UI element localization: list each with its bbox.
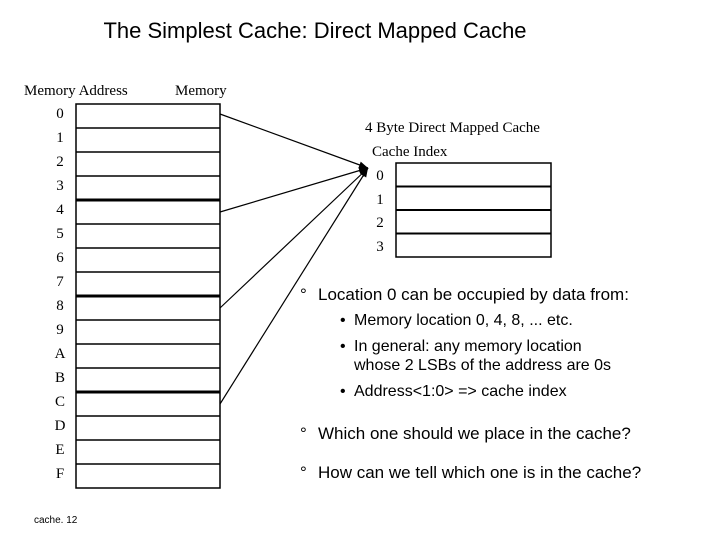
cache-index-label: 1: [376, 191, 384, 208]
memory-blocks: [75, 103, 221, 489]
cache-index-label: 3: [376, 238, 384, 255]
mapping-arrow-line: [219, 167, 369, 405]
dot-bullet-icon: •: [340, 338, 346, 355]
memory-address-label: 1: [56, 130, 64, 146]
arrowhead-icon: [358, 161, 368, 169]
dot-bullet-icon: •: [340, 312, 346, 329]
memory-address-label: F: [55, 466, 65, 482]
note-sub-2: • In general: any memory location: [340, 338, 582, 356]
slide-footer: cache. 12: [34, 515, 78, 526]
note-location-0: ° Location 0 can be occupied by data from…: [300, 285, 629, 305]
memory-address-label: 9: [56, 322, 64, 338]
mapping-arrows: [219, 113, 369, 405]
note-sub-2-continued: whose 2 LSBs of the address are 0s: [354, 357, 612, 374]
question-placement-text: Which one should we place in the cache?: [318, 424, 631, 443]
memory-address-label: 7: [56, 274, 64, 290]
question-identification: ° How can we tell which one is in the cac…: [300, 463, 641, 483]
cache-index-label: 2: [376, 215, 384, 231]
memory-address-label: 8: [56, 298, 64, 314]
cache-index-header: Cache Index: [372, 144, 448, 160]
question-identification-text: How can we tell which one is in the cach…: [318, 463, 642, 482]
page-title: The Simplest Cache: Direct Mapped Cache: [103, 18, 527, 43]
arrowhead-icon: [360, 168, 368, 178]
question-placement: ° Which one should we place in the cache?: [300, 424, 631, 444]
degree-bullet-icon: °: [300, 285, 307, 304]
mapping-arrow-line: [219, 167, 369, 309]
memory-address-label: 2: [56, 154, 64, 170]
cache-blocks: [395, 162, 552, 258]
memory-address-header: Memory Address: [24, 83, 128, 99]
note-sub-2-line1: In general: any memory location: [354, 338, 582, 355]
memory-address-label: B: [54, 370, 65, 386]
note-sub-3-text: Address<1:0> => cache index: [354, 383, 567, 400]
memory-address-label: 6: [56, 250, 64, 266]
note-location-text: Location 0 can be occupied by data from:: [318, 285, 629, 304]
mapping-arrow-line: [219, 167, 369, 213]
degree-bullet-icon: °: [300, 424, 307, 443]
memory-address-label: D: [54, 418, 66, 434]
memory-address-label: E: [55, 442, 65, 458]
memory-address-label: 4: [56, 202, 64, 218]
memory-address-label: C: [54, 394, 65, 410]
memory-address-label: 5: [56, 226, 64, 242]
note-sub-1-text: Memory location 0, 4, 8, ... etc.: [354, 312, 573, 329]
memory-address-label: 3: [56, 178, 64, 194]
cache-index-label: 0: [376, 168, 384, 184]
dot-bullet-icon: •: [340, 383, 346, 400]
memory-header: Memory: [175, 83, 227, 99]
cache-title: 4 Byte Direct Mapped Cache: [365, 120, 540, 136]
mapping-arrow-line: [219, 113, 369, 169]
degree-bullet-icon: °: [300, 463, 307, 482]
memory-address-label: 0: [56, 106, 64, 122]
note-sub-1: • Memory location 0, 4, 8, ... etc.: [340, 312, 573, 330]
note-sub-3: • Address<1:0> => cache index: [340, 383, 567, 401]
memory-address-label: A: [54, 346, 66, 362]
